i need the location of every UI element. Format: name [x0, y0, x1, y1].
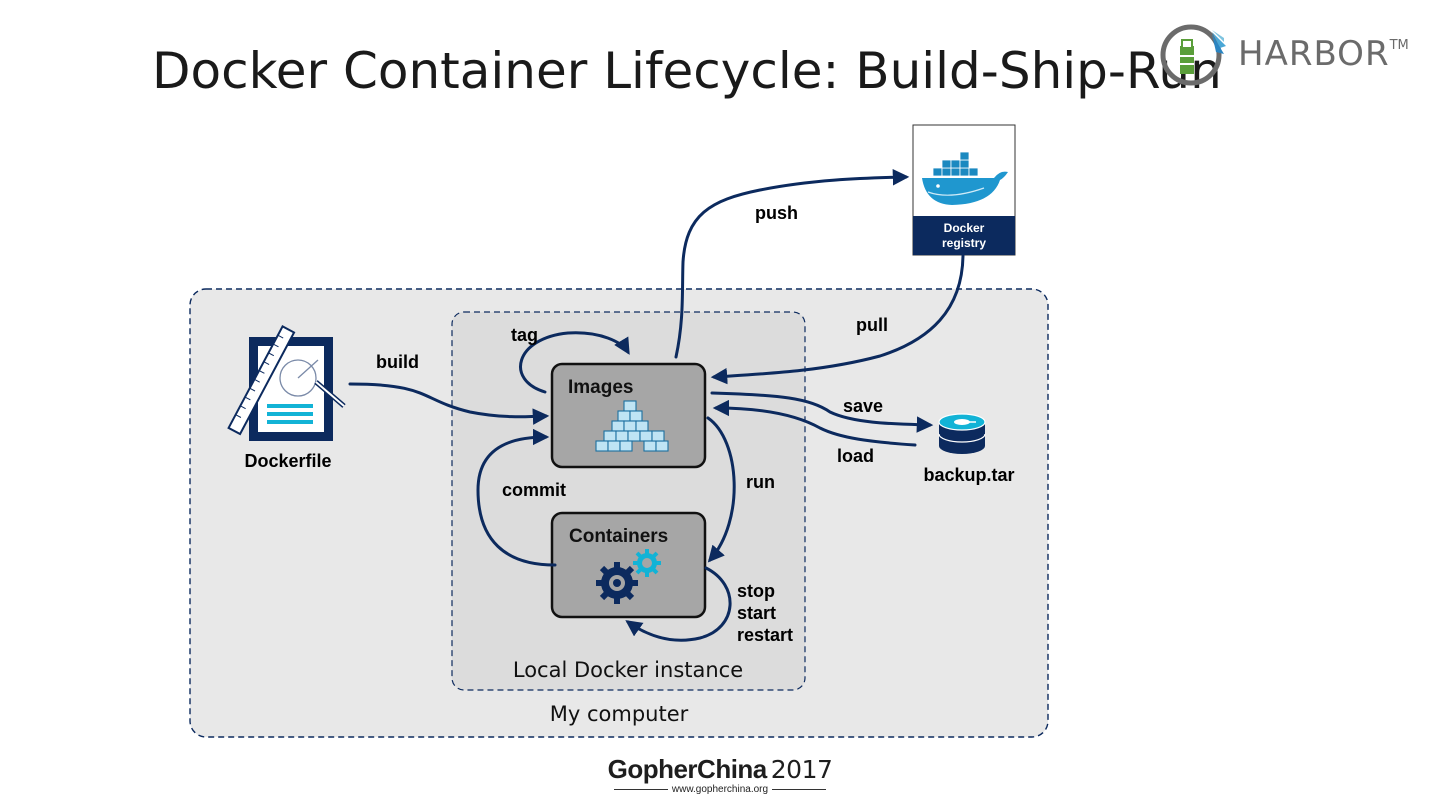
pull-label: pull: [856, 315, 888, 335]
document-ruler-icon: [227, 325, 346, 441]
commit-arrow: [476, 428, 557, 567]
dockerfile-label: Dockerfile: [244, 451, 331, 471]
backup-label: backup.tar: [923, 465, 1014, 485]
commit-label: commit: [502, 480, 566, 500]
footer-divider-right: [772, 789, 827, 790]
footer-url-row: www.gopherchina.org: [600, 784, 840, 795]
push-arrow: [674, 169, 910, 359]
footer-brand-name: GopherChina: [607, 754, 768, 784]
gear-icon: [596, 562, 638, 604]
run-label: run: [746, 472, 775, 492]
stop-start-restart-arrow: [625, 566, 732, 642]
my-computer-label: My computer: [550, 702, 689, 726]
image-blocks-icon: [595, 400, 669, 452]
save-label: save: [843, 396, 883, 416]
build-label: build: [376, 352, 419, 372]
local-docker-instance-label: Local Docker instance: [513, 658, 743, 682]
pull-arrow: [710, 254, 965, 385]
images-label: Images: [568, 377, 633, 398]
harbor-logo-text: HARBOR: [1238, 34, 1390, 74]
footer-url: www.gopherchina.org: [671, 784, 769, 795]
database-icon: [938, 413, 986, 454]
small-gear-icon: [633, 549, 661, 577]
containers-node: Containers: [550, 511, 707, 619]
footer-divider-left: [613, 789, 668, 790]
run-arrow: [706, 416, 736, 563]
push-label: push: [755, 203, 798, 223]
build-arrow: [348, 382, 550, 425]
trademark-mark: TM: [1389, 37, 1409, 53]
start-label: start: [737, 603, 776, 623]
images-node: Images: [550, 362, 707, 469]
slide-title: Docker Container Lifecycle: Build-Ship-R…: [152, 42, 1222, 100]
tag-label: tag: [511, 325, 538, 345]
restart-label: restart: [737, 625, 793, 645]
tag-arrow: [519, 331, 630, 394]
docker-whale-icon: [922, 151, 1008, 205]
stop-label: stop: [737, 581, 775, 601]
load-label: load: [837, 446, 874, 466]
load-arrow: [712, 399, 917, 447]
harbor-logo: [1160, 24, 1226, 86]
backup-node: backup.tar: [923, 413, 1015, 485]
footer-year: 2017: [770, 755, 833, 784]
harbor-wordmark: HARBORTM: [1238, 34, 1409, 74]
docker-registry-label-line1: Docker: [944, 221, 985, 235]
dockerfile-node: Dockerfile: [227, 325, 346, 471]
docker-registry-label-line2: registry: [942, 236, 986, 250]
lighthouse-icon: [1160, 24, 1226, 86]
save-arrow: [710, 391, 934, 433]
docker-registry-node: Docker registry: [912, 124, 1016, 256]
containers-label: Containers: [569, 526, 668, 547]
